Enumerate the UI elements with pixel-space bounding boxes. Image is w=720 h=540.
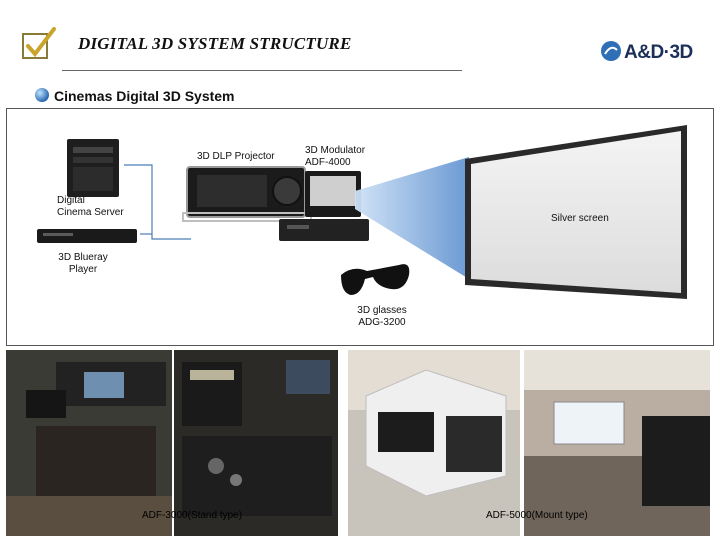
page-title: DIGITAL 3D SYSTEM STRUCTURE xyxy=(78,34,352,54)
section-title: Cinemas Digital 3D System xyxy=(54,88,235,104)
mount-type-caption: ADF-5000(Mount type) xyxy=(486,510,588,521)
bluray-label: 3D Blueray Player xyxy=(57,252,109,276)
modulator-label-line2: ADF-4000 xyxy=(305,157,365,169)
bluray-label-line1: 3D Blueray xyxy=(57,252,109,264)
projector-label: 3D DLP Projector xyxy=(197,151,275,163)
mount-type-photo-1 xyxy=(348,350,520,536)
projector-icon xyxy=(183,167,311,221)
checkbox-icon xyxy=(20,26,60,62)
modulator-label: 3D Modulator ADF-4000 xyxy=(305,145,365,169)
glasses-label-line2: ADG-3200 xyxy=(349,317,415,329)
bluray-label-line2: Player xyxy=(57,264,109,276)
stand-type-photo-1 xyxy=(6,350,172,536)
glasses-label: 3D glasses ADG-3200 xyxy=(349,305,415,329)
server-label-line2: Cinema Server xyxy=(57,207,124,219)
stand-type-caption: ADF-3000(Stand type) xyxy=(142,510,242,521)
server-label-line1: Digital xyxy=(57,195,124,207)
brand-logo: A&D·3D xyxy=(624,42,693,64)
glasses-label-line1: 3D glasses xyxy=(349,305,415,317)
mount-type-photo-2 xyxy=(524,350,710,536)
sphere-bullet-icon xyxy=(34,87,50,103)
silver-screen-icon xyxy=(465,125,687,299)
modulator-label-line1: 3D Modulator xyxy=(305,145,365,157)
connection-lines xyxy=(124,165,191,239)
server-label: Digital Cinema Server xyxy=(57,195,124,219)
screen-label: Silver screen xyxy=(551,213,609,225)
title-underline xyxy=(62,70,462,71)
system-diagram: 3D DLP Projector 3D Modulator ADF-4000 D… xyxy=(6,108,714,346)
bluray-player-icon xyxy=(37,229,137,243)
projection-beam xyxy=(355,157,469,279)
installation-photos: ADF-3000(Stand type) ADF-5000(Mount type… xyxy=(6,346,710,538)
server-icon xyxy=(67,139,119,197)
logo-icon xyxy=(600,40,622,62)
stand-type-photo-2 xyxy=(174,350,338,536)
3d-glasses-icon xyxy=(341,264,409,295)
